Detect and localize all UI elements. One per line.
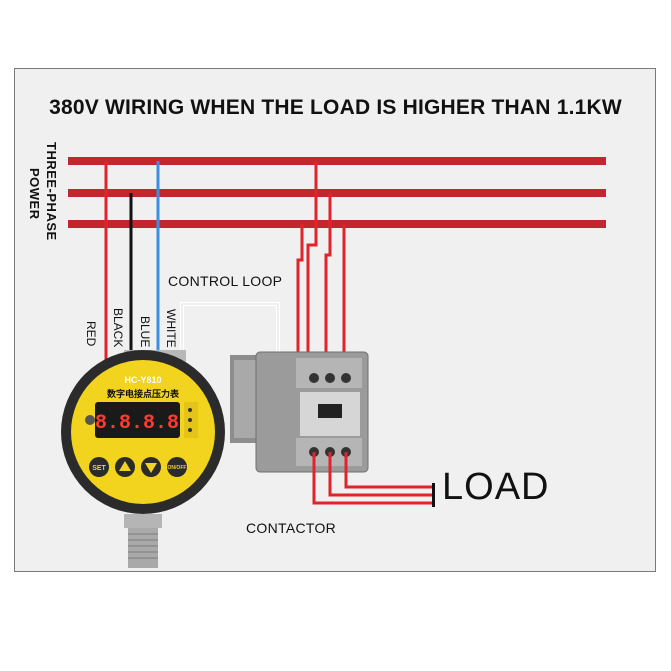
wire-label-blue: BLUE: [138, 316, 152, 348]
button-set-label: SET: [92, 465, 106, 472]
load-wires: [312, 452, 434, 505]
supply-wires: [296, 161, 346, 372]
load-wire-2: [328, 452, 434, 497]
thread-lines: [128, 533, 158, 559]
terminal: [309, 373, 319, 383]
contactor-window: [318, 404, 342, 418]
bus-bar-l3: [68, 220, 606, 228]
power-label-line2: POWER: [27, 168, 42, 220]
button-set: [89, 457, 109, 477]
gauge-logo: [85, 415, 95, 425]
wire-white-outline: [181, 303, 279, 370]
terminal: [325, 373, 335, 383]
control-loop-label: CONTROL LOOP: [168, 273, 283, 289]
supply-wire-4: [296, 224, 304, 360]
up-arrow-icon: [119, 461, 131, 471]
button-onoff: [167, 457, 187, 477]
wire-label-red: RED: [84, 321, 98, 347]
gauge-thread: [128, 528, 158, 568]
gauge-shank: [124, 514, 162, 528]
led: [188, 408, 192, 412]
button-onoff-label: ON/OFF: [168, 465, 187, 471]
bus-bar-l1: [68, 157, 606, 165]
contactor: [230, 351, 369, 473]
gauge-subtitle: 数字电接点压力表: [107, 388, 180, 399]
led: [188, 428, 192, 432]
load-wire-3: [344, 452, 434, 489]
pressure-gauge: HC-Y810 数字电接点压力表 8.8.8.8 SET ON/OFF: [61, 350, 225, 568]
contactor-top: [296, 358, 362, 388]
gauge-display-text: 8.8.8.8: [95, 412, 179, 435]
bus-bar-l2: [68, 189, 606, 197]
load-wire-1: [312, 452, 434, 505]
down-arrow-icon: [145, 463, 157, 473]
load-bracket: [432, 483, 435, 507]
led: [188, 418, 192, 422]
terminal: [341, 373, 351, 383]
power-label-line1: THREE-PHASE: [44, 142, 59, 241]
supply-wire-1: [306, 161, 318, 372]
load-label: LOAD: [442, 466, 550, 508]
diagram-title: 380V WIRING WHEN THE LOAD IS HIGHER THAN…: [49, 96, 622, 119]
gauge-wires: [104, 161, 280, 370]
wire-label-white: WHITE: [164, 309, 178, 348]
contactor-top-terminals: [309, 373, 351, 383]
contactor-label: CONTACTOR: [246, 520, 337, 536]
wire-label-black: BLACK: [111, 308, 125, 348]
gauge-display: [95, 402, 180, 438]
gauge-model: HC-Y810: [124, 375, 161, 385]
bus-bars: [68, 157, 606, 228]
supply-wire-2: [324, 193, 332, 372]
